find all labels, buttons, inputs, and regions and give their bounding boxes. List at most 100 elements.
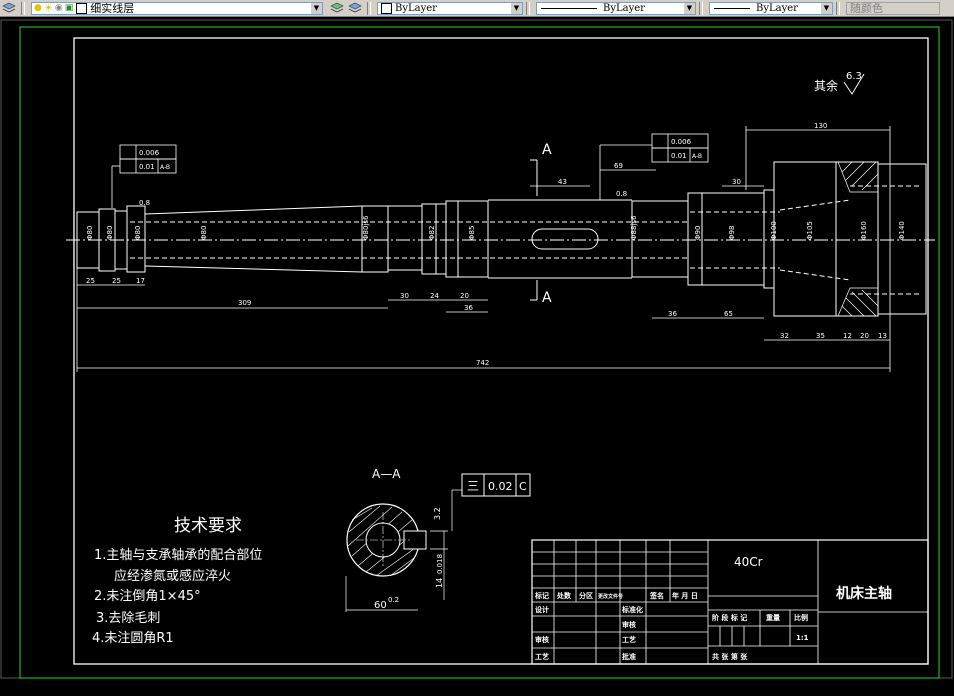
dim-bottom-7: 36 [464,304,473,312]
svg-text:Φ100: Φ100 [770,221,778,240]
layer-dropdown-arrow[interactable]: ▼ [311,2,322,14]
tol-left-bottom: 0.01 [139,163,155,171]
linetype-combo[interactable]: ByLayer ▼ [536,1,696,15]
color-value: ByLayer [395,2,437,14]
dim-bottom-5: 24 [430,292,439,300]
section-dim-width-tol: 0.2 [388,596,399,604]
dim-bottom-11: 35 [816,332,825,340]
tol-mid-top: 0.006 [671,138,692,146]
section-label-top: A [542,142,552,158]
dim-top-4: 30 [732,178,741,186]
tb-stage-mark: 阶 段 标 记 [712,613,747,622]
dim-top-2: 69 [614,162,623,170]
svg-text:Φ88js6: Φ88js6 [630,215,638,240]
section-dim-width: 60 [374,600,387,611]
layer-combo[interactable]: ● ☀ ◉ ▣ 细实线层 ▼ [31,1,323,15]
plotstyle-value: 随颜色 [850,2,883,15]
color-swatch [381,2,392,14]
sun-icon: ☀ [43,2,53,14]
roughness-symbol-icon [843,73,865,95]
lock-icon: ◉ [54,3,63,13]
section-tol-value: 0.02 [488,480,513,493]
color-dropdown-arrow[interactable]: ▼ [511,2,522,14]
layer-color-swatch [76,2,88,14]
svg-text:Φ80: Φ80 [200,226,208,240]
roughness-value: 6.3 [846,71,862,82]
tb-scale-value: 1:1 [796,634,809,642]
shaft-diameter-labels: Φ80 Φ80 Φ80 Φ80 Φ80js6 Φ82 Φ85 Φ88js6 Φ9… [86,215,906,240]
tb-sheets: 共 张 第 张 [712,652,748,661]
layer-manager-icon[interactable] [1,1,17,15]
dim-bottom-8: 36 [668,310,677,318]
tb-weight: 重量 [766,613,780,622]
tb-check: 审核 [622,620,636,629]
tb-review: 审核 [535,635,549,644]
tol-mid-bottom-ref: A-B [692,153,702,160]
material: 40Cr [734,555,763,569]
paper-border [19,26,940,679]
section-dim-key: 14 [435,578,444,588]
bulb-icon: ● [34,3,42,13]
tech-req-item-0: 1.主轴与支承轴承的配合部位 [94,547,262,563]
dim-top-3: 0.8 [616,190,627,198]
shaft-outline [66,161,935,317]
tb-row-label-1: 处数 [556,591,572,600]
svg-text:Φ90: Φ90 [694,226,702,240]
dim-bottom-1: 25 [112,277,121,285]
tol-frame-mid [599,133,709,200]
layer-name: 细实线层 [90,2,135,15]
tb-process-label: 工艺 [622,635,636,644]
dim-bottom-12: 12 [843,332,852,340]
plotstyle-combo: 随颜色 [846,1,940,15]
tol-mid-bottom: 0.01 [671,152,687,160]
svg-text:Φ160: Φ160 [860,221,868,240]
svg-text:Φ85: Φ85 [468,226,476,240]
section-dim-key-tol: 0.018 [436,554,444,574]
dimension-texts: 0.8 43 69 0.8 30 130 25 25 17 309 30 24 … [86,122,887,367]
section-tol-frame [461,473,531,497]
svg-text:Φ80: Φ80 [106,226,114,240]
roughness-other-label: 其余 [814,78,838,93]
svg-text:Φ80: Φ80 [86,226,94,240]
tb-standardize: 标准化 [621,605,643,614]
linetype-value: ByLayer [603,2,645,14]
section-tol-ref: C [519,480,527,493]
lineweight-combo[interactable]: ByLayer ▼ [709,1,833,15]
cad-drawing: Φ80 Φ80 Φ80 Φ80 Φ80js6 Φ82 Φ85 Φ88js6 Φ9… [0,19,953,679]
section-label-bottom: A [542,290,552,306]
dim-bottom-10: 32 [780,332,789,340]
dim-bottom-6: 20 [460,292,469,300]
svg-text:Φ82: Φ82 [428,226,436,240]
make-current-layer-icon[interactable] [329,1,345,15]
svg-text:Φ80js6: Φ80js6 [362,215,370,240]
tb-scale: 比例 [794,613,808,622]
dim-bottom-13: 20 [860,332,869,340]
plot-icon: ▣ [64,3,74,13]
toolbar-separator [367,1,371,15]
tb-row-label-5: 年 月 日 [672,591,698,600]
toolbar-separator [836,1,840,15]
tb-process: 工艺 [535,652,549,661]
section-view [345,489,462,612]
linetype-dropdown-arrow[interactable]: ▼ [684,2,695,14]
dimension-lines [76,126,891,372]
layer-previous-icon[interactable] [347,1,363,15]
tb-row-label-4: 签名 [649,591,664,600]
tech-req-item-3: 3.去除毛刺 [96,611,160,626]
dim-top-0: 0.8 [139,199,150,207]
dim-bottom-4: 30 [400,292,409,300]
tb-approve: 批准 [622,652,636,661]
color-combo[interactable]: ByLayer ▼ [377,1,523,15]
toolbar-separator [526,1,530,15]
lineweight-sample [714,7,750,9]
dim-top-1: 43 [558,178,567,186]
dim-bottom-2: 17 [136,277,145,285]
drawing-canvas[interactable]: Φ80 Φ80 Φ80 Φ80 Φ80js6 Φ82 Φ85 Φ88js6 Φ9… [0,17,954,692]
tech-req-item-4: 4.未注圆角R1 [92,631,174,646]
tech-req-item-2: 2.未注倒角1×45° [94,589,201,604]
svg-text:Φ98: Φ98 [728,226,736,240]
section-cut-marks [530,159,538,301]
lineweight-dropdown-arrow[interactable]: ▼ [821,2,832,14]
properties-toolbar: ● ☀ ◉ ▣ 细实线层 ▼ ByLayer ▼ ByLayer ▼ ByLay… [0,0,954,17]
svg-text:Φ140: Φ140 [898,221,906,240]
